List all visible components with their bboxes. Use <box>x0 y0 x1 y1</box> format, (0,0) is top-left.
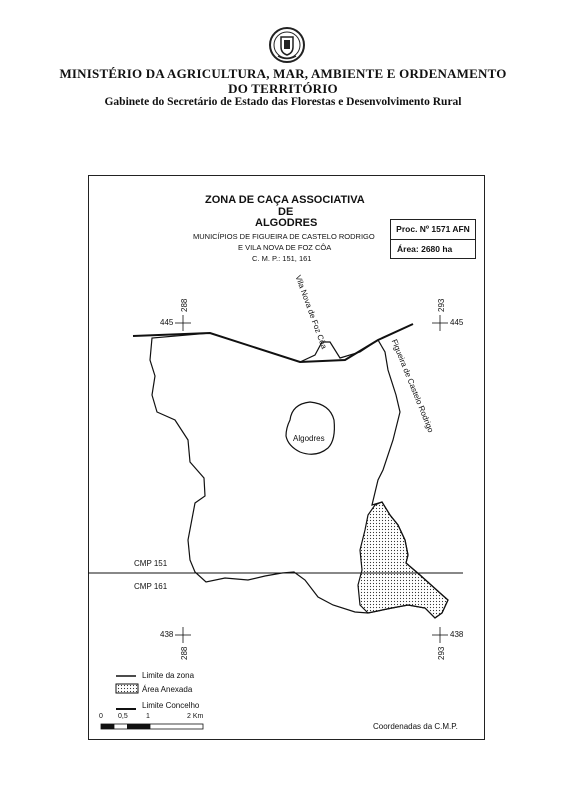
area-value: Área: 2680 ha <box>397 244 453 254</box>
algodres-village-outline <box>285 401 335 455</box>
scale-bar <box>100 723 204 730</box>
cmp-151-label: CMP 151 <box>134 559 168 568</box>
coord-tl-y: 445 <box>160 318 174 327</box>
process-info-box: Proc. Nº 1571 AFN Área: 2680 ha <box>390 219 476 259</box>
annexed-area <box>357 501 449 619</box>
map-frame <box>88 175 485 740</box>
coord-bl-x: 288 <box>180 646 189 660</box>
legend-annexed-label: Área Anexada <box>142 685 193 694</box>
coord-tl-x: 288 <box>180 298 189 312</box>
scale-label-1: 1 <box>146 713 150 720</box>
ministry-title: MINISTÉRIO DA AGRICULTURA, MAR, AMBIENTE… <box>59 66 507 81</box>
concelho-boundary-line <box>132 323 414 364</box>
legend-annexed-area-icon <box>115 683 139 694</box>
coord-tr-y: 445 <box>450 318 464 327</box>
legend-zone-label: Limite da zona <box>142 671 195 680</box>
scale-label-2km: 2 Km <box>187 713 204 720</box>
coat-of-arms-seal-icon <box>269 27 305 63</box>
coord-bl-y: 438 <box>160 630 174 639</box>
map-subtitle-municipalities-2: E VILA NOVA DE FOZ CÔA <box>238 243 332 252</box>
map-subtitle-cmp: C. M. P.: 151, 161 <box>252 254 312 263</box>
coordinate-crosses <box>175 315 448 643</box>
map-title-name: ALGODRES <box>255 217 318 229</box>
cmp-161-label: CMP 161 <box>134 582 168 591</box>
coordinates-note: Coordenadas da C.M.P. <box>373 722 458 731</box>
scale-label-0: 0 <box>99 713 103 720</box>
ministry-title-line2: DO TERRITÓRIO <box>228 81 338 96</box>
coord-tr-x: 293 <box>437 298 446 312</box>
legend-concelho-label: Limite Concelho <box>142 701 200 710</box>
process-number: Proc. Nº 1571 AFN <box>391 220 475 240</box>
map-title-de: DE <box>278 206 294 218</box>
label-algodres: Algodres <box>293 434 325 443</box>
coord-br-x: 293 <box>437 646 446 660</box>
coord-br-y: 438 <box>450 630 464 639</box>
map-title: ZONA DE CAÇA ASSOCIATIVA <box>205 194 365 206</box>
cabinet-subtitle: Gabinete do Secretário de Estado das Flo… <box>104 96 462 108</box>
map-subtitle-municipalities: MUNICÍPIOS DE FIGUEIRA DE CASTELO RODRIG… <box>193 232 375 241</box>
scale-label-half: 0,5 <box>118 713 128 720</box>
